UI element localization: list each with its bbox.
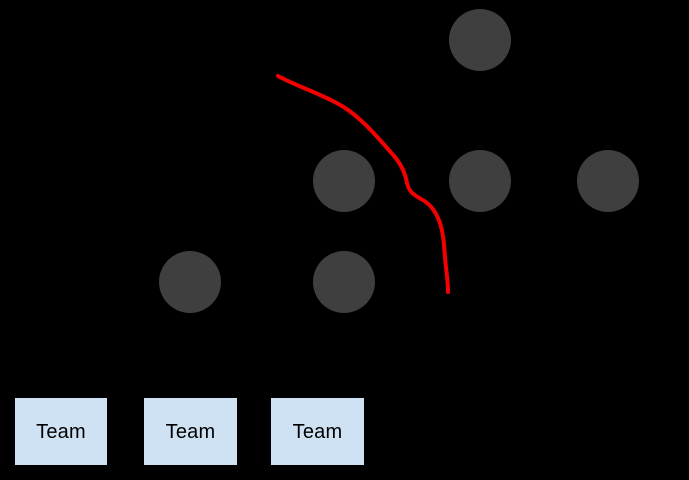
team-label: Team xyxy=(292,420,343,443)
people-nodes xyxy=(159,9,639,313)
person-low-left xyxy=(159,251,221,313)
team-label: Team xyxy=(165,420,216,443)
team-box: Team xyxy=(143,397,238,466)
person-mid-right xyxy=(577,150,639,212)
team-label: Team xyxy=(36,420,86,443)
team-box: Team xyxy=(270,397,365,466)
divider-line xyxy=(276,74,450,294)
person-mid-left xyxy=(313,150,375,212)
person-low-center xyxy=(313,251,375,313)
person-top xyxy=(449,9,511,71)
team-box: Team xyxy=(14,397,108,466)
person-mid-center xyxy=(449,150,511,212)
